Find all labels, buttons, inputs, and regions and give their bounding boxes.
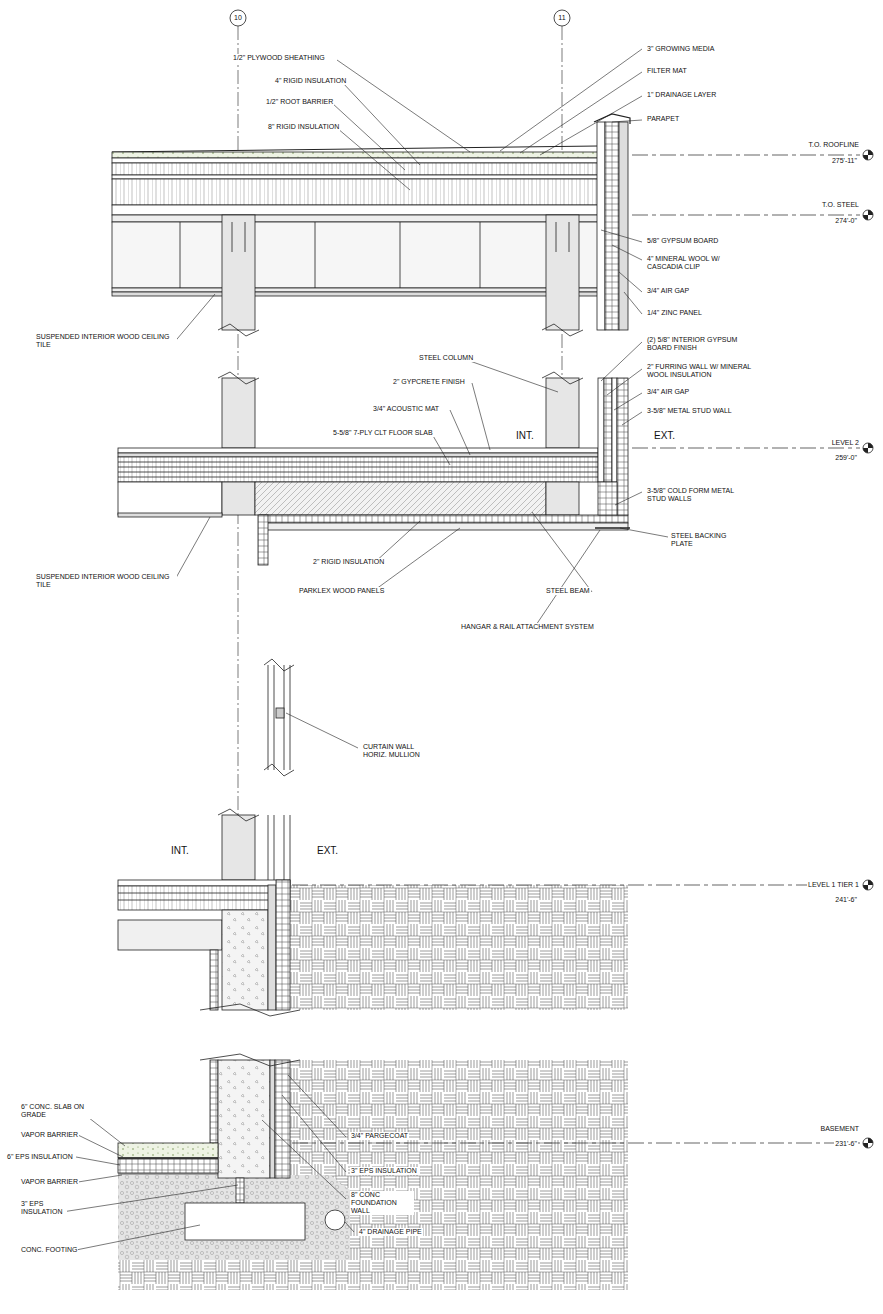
- callout-label: 1/2" PLYWOOD SHEATHING: [232, 54, 326, 62]
- callout-label: FILTER MAT: [646, 67, 688, 75]
- callout-label: 2" RIGID INSULATION: [312, 558, 385, 566]
- callout-label: LEVEL 1 TIER 1: [807, 881, 860, 889]
- callout-label: 8" RIGID INSULATION: [267, 123, 340, 131]
- callout-label: 4" RIGID INSULATION: [274, 77, 347, 85]
- callout-label: 275'-11": [831, 157, 858, 165]
- callout-label: HANGAR & RAIL ATTACHMENT SYSTEM: [460, 623, 595, 631]
- grid-number: 10: [233, 14, 243, 22]
- callout-label: SUSPENDED INTERIOR WOOD CEILING TILE: [35, 333, 177, 349]
- side-label: EXT.: [316, 845, 339, 856]
- callout-label: 4" DRAINAGE PIPE: [358, 1228, 423, 1236]
- callout-label: 1/2" ROOT BARRIER: [265, 98, 334, 106]
- callout-label: 241'-6": [834, 896, 858, 904]
- callout-label: 3" GROWING MEDIA: [646, 45, 715, 53]
- callout-label: LEVEL 2: [831, 439, 860, 447]
- side-label: EXT.: [653, 430, 676, 441]
- callout-label: 8" CONC FOUNDATION WALL: [350, 1191, 414, 1215]
- callout-label: 4" MINERAL WOOL W/ CASCADIA CLIP: [646, 255, 728, 271]
- callout-label: 3" EPS INSULATION: [20, 1200, 67, 1216]
- callout-label: 3/4" ACOUSTIC MAT: [372, 405, 440, 413]
- callout-label: 3/4" PARGECOAT: [350, 1132, 409, 1140]
- callout-label: 259'-0": [834, 454, 858, 462]
- callout-label: 274'-0": [834, 217, 858, 225]
- callout-label: 2" GYPCRETE FINISH: [392, 378, 466, 386]
- side-label: INT.: [515, 430, 535, 441]
- callout-label: 5/8" GYPSUM BOARD: [646, 237, 719, 245]
- side-label: INT.: [170, 845, 190, 856]
- callout-label: VAPOR BARRIER: [20, 1131, 79, 1139]
- callout-label: T.O. ROOFLINE: [807, 141, 860, 149]
- callout-label: (2) 5/8" INTERIOR GYPSUM BOARD FINISH: [646, 336, 758, 352]
- callout-label: SUSPENDED INTERIOR WOOD CEILING TILE: [35, 573, 177, 589]
- callout-label: STEEL BEAM: [545, 587, 591, 595]
- callout-label: STEEL BACKING PLATE: [670, 532, 742, 548]
- callout-label: 3-5/8" COLD FORM METAL STUD WALLS: [646, 487, 738, 503]
- callout-label: 3" EPS INSULATION: [350, 1167, 418, 1175]
- callout-label: PARAPET: [646, 115, 680, 123]
- callout-label: 6" EPS INSULATION: [6, 1153, 74, 1161]
- callout-label: 231'-6": [834, 1140, 858, 1148]
- callout-label: 3/4" AIR GAP: [646, 388, 690, 396]
- callout-label: 5-5/8" 7-PLY CLT FLOOR SLAB: [332, 429, 434, 437]
- callout-label: STEEL COLUMN: [418, 354, 474, 362]
- callout-label: PARKLEX WOOD PANELS: [298, 587, 385, 595]
- callout-label: 3/4" AIR GAP: [646, 287, 690, 295]
- callout-label: T.O. STEEL: [821, 201, 860, 209]
- callout-label: 1" DRAINAGE LAYER: [646, 91, 717, 99]
- callout-label: 3-5/8" METAL STUD WALL: [646, 407, 733, 415]
- callout-label: 1/4" ZINC PANEL: [646, 309, 703, 317]
- callout-label: 6" CONC. SLAB ON GRADE: [20, 1103, 92, 1119]
- callout-label: CURTAIN WALL HORIZ. MULLION: [362, 743, 424, 759]
- callout-label: VAPOR BARRIER: [20, 1178, 79, 1186]
- callout-label: 2" FURRING WALL W/ MINERAL WOOL INSULATI…: [646, 363, 758, 379]
- grid-number: 11: [557, 14, 566, 22]
- callout-label: CONC. FOOTING: [20, 1246, 78, 1254]
- callout-label: BASEMENT: [819, 1125, 860, 1133]
